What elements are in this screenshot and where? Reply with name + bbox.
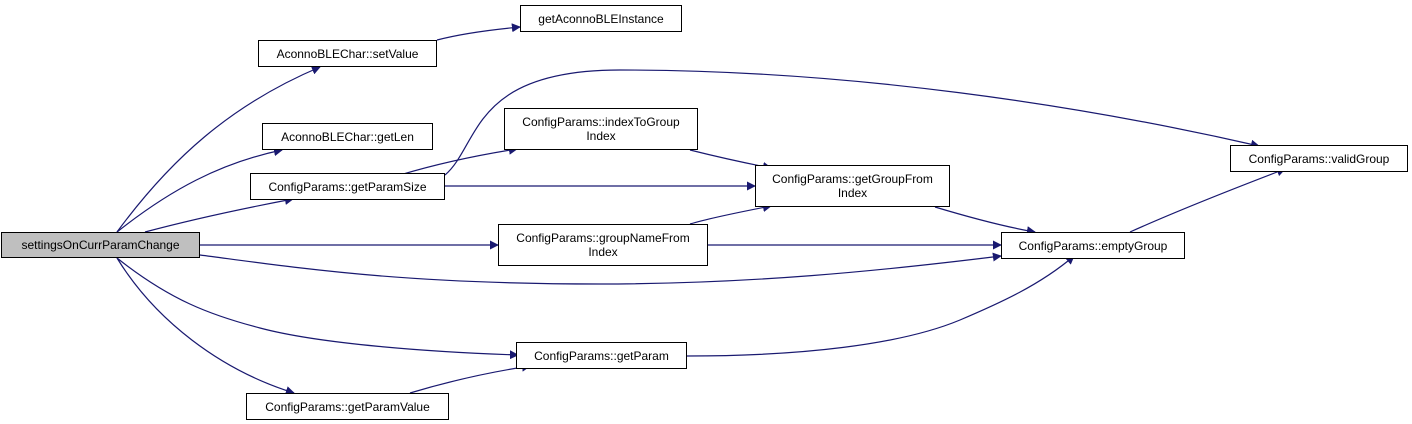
edge-get-param-value-to-get-param — [409, 362, 531, 394]
edge-root-to-get-param-value — [116, 257, 295, 395]
node-config-params-get-param[interactable]: ConfigParams::getParam — [516, 342, 687, 369]
edge-root-to-set-value — [116, 66, 321, 233]
edge-get-param-size-to-valid-group — [444, 69, 1260, 176]
node-label: AconnoBLEChar::getLen — [281, 129, 414, 144]
node-label: ConfigParams::getParam — [534, 348, 669, 363]
node-label: ConfigParams::getParamSize — [268, 179, 427, 194]
edge-root-to-get-param — [116, 257, 519, 360]
node-label-line-2: Index — [588, 245, 618, 259]
node-config-params-valid-group[interactable]: ConfigParams::validGroup — [1230, 145, 1408, 172]
node-label-line-1: ConfigParams::groupNameFrom — [516, 231, 690, 245]
edge-empty-group-to-valid-group — [1129, 167, 1286, 233]
node-label: settingsOnCurrParamChange — [21, 238, 180, 252]
node-aconno-ble-char-set-value[interactable]: AconnoBLEChar::setValue — [258, 40, 437, 67]
node-config-params-get-param-size[interactable]: ConfigParams::getParamSize — [250, 173, 445, 200]
node-settings-on-curr-param-change: settingsOnCurrParamChange — [1, 232, 200, 258]
node-label: ConfigParams::validGroup — [1248, 151, 1390, 166]
node-label-line-1: ConfigParams::getGroupFrom — [772, 172, 933, 186]
node-label: AconnoBLEChar::setValue — [276, 46, 419, 61]
node-config-params-get-param-value[interactable]: ConfigParams::getParamValue — [246, 393, 449, 420]
edge-get-param-size-to-index-to-group-index — [399, 145, 518, 176]
node-aconno-ble-char-get-len[interactable]: AconnoBLEChar::getLen — [262, 123, 433, 150]
node-label-line-1: ConfigParams::indexToGroup — [522, 115, 680, 129]
node-label-line-2: Index — [837, 186, 868, 200]
node-label-line-2: Index — [586, 129, 616, 143]
node-config-params-group-name-from-index[interactable]: ConfigParams::groupNameFrom Index — [498, 224, 708, 266]
edge-set-value-to-get-aconno-ble-instance — [436, 23, 521, 41]
node-config-params-get-group-from-index[interactable]: ConfigParams::getGroupFrom Index — [755, 165, 950, 207]
node-config-params-empty-group[interactable]: ConfigParams::emptyGroup — [1001, 232, 1185, 259]
node-get-aconno-ble-instance[interactable]: getAconnoBLEInstance — [520, 5, 682, 32]
edge-root-to-get-param-size — [144, 196, 294, 233]
node-label: ConfigParams::emptyGroup — [1018, 238, 1168, 253]
edge-get-group-from-index-to-empty-group — [934, 206, 1036, 236]
edge-root-to-get-len — [116, 147, 283, 233]
edge-group-name-from-index-to-get-group-from-index — [689, 203, 772, 225]
edge-get-param-to-empty-group — [686, 255, 1075, 357]
node-config-params-index-to-group-index[interactable]: ConfigParams::indexToGroup Index — [504, 108, 698, 150]
node-label: getAconnoBLEInstance — [538, 11, 664, 26]
node-label: ConfigParams::getParamValue — [265, 399, 430, 414]
edge-root-to-empty-group — [199, 252, 1002, 285]
